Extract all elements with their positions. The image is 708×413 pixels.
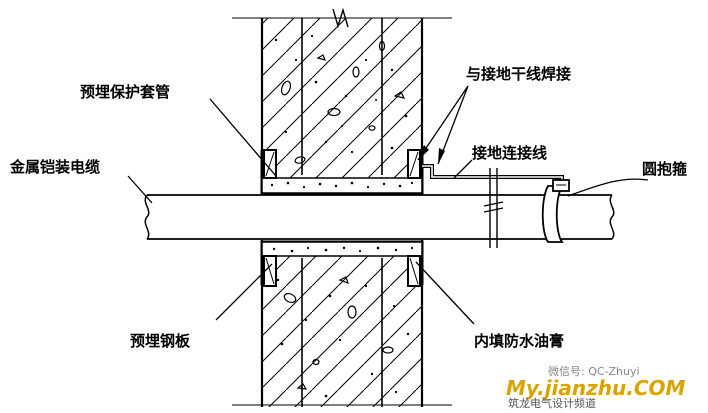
lower-wall-dots xyxy=(276,278,410,398)
armored-cable xyxy=(144,194,615,240)
label-embedded-steel-plate: 预埋钢板 xyxy=(130,332,191,350)
sleeve-upper-dots xyxy=(270,181,414,189)
round-clamp xyxy=(541,179,570,243)
label-armored-cable: 金属铠装电缆 xyxy=(10,158,101,176)
cable-left-break xyxy=(144,194,150,240)
trunk-break-mark xyxy=(483,201,504,213)
protective-sleeve-lower xyxy=(260,240,424,285)
label-grounding-wire: 接地连接线 xyxy=(472,144,548,162)
upper-wall-aggregate xyxy=(280,40,406,164)
watermark-wechat: 微信号: QC-Zhuyi xyxy=(548,365,640,378)
upper-wall-section xyxy=(232,7,452,195)
label-round-clamp: 圆抱箍 xyxy=(642,160,688,178)
lower-wall-hatch xyxy=(262,242,422,407)
sleeve-lower-dots xyxy=(272,246,414,253)
leader-arrowheads xyxy=(418,145,445,164)
sleeve-upper-fill xyxy=(261,177,423,194)
upper-break-mark xyxy=(332,7,349,29)
upper-wall-hatch xyxy=(262,18,422,193)
sleeve-lower-fill xyxy=(261,241,423,257)
label-protective-sleeve: 预埋保护套管 xyxy=(80,83,171,101)
upper-wall-dots xyxy=(274,34,408,154)
grounding-wire xyxy=(422,164,564,248)
cable-right-break xyxy=(609,194,615,240)
label-weld-to-ground-trunk: 与接地干线焊接 xyxy=(466,65,572,83)
lower-wall-section xyxy=(232,240,452,407)
watermark-subtitle: 筑龙电气设计频道 xyxy=(508,397,596,410)
watermark-brand: My.jianzhu.COM xyxy=(506,376,686,400)
steel-plates-upper xyxy=(263,149,421,179)
label-waterproof-paste: 内填防水油膏 xyxy=(474,332,565,350)
protective-sleeve xyxy=(260,150,424,195)
